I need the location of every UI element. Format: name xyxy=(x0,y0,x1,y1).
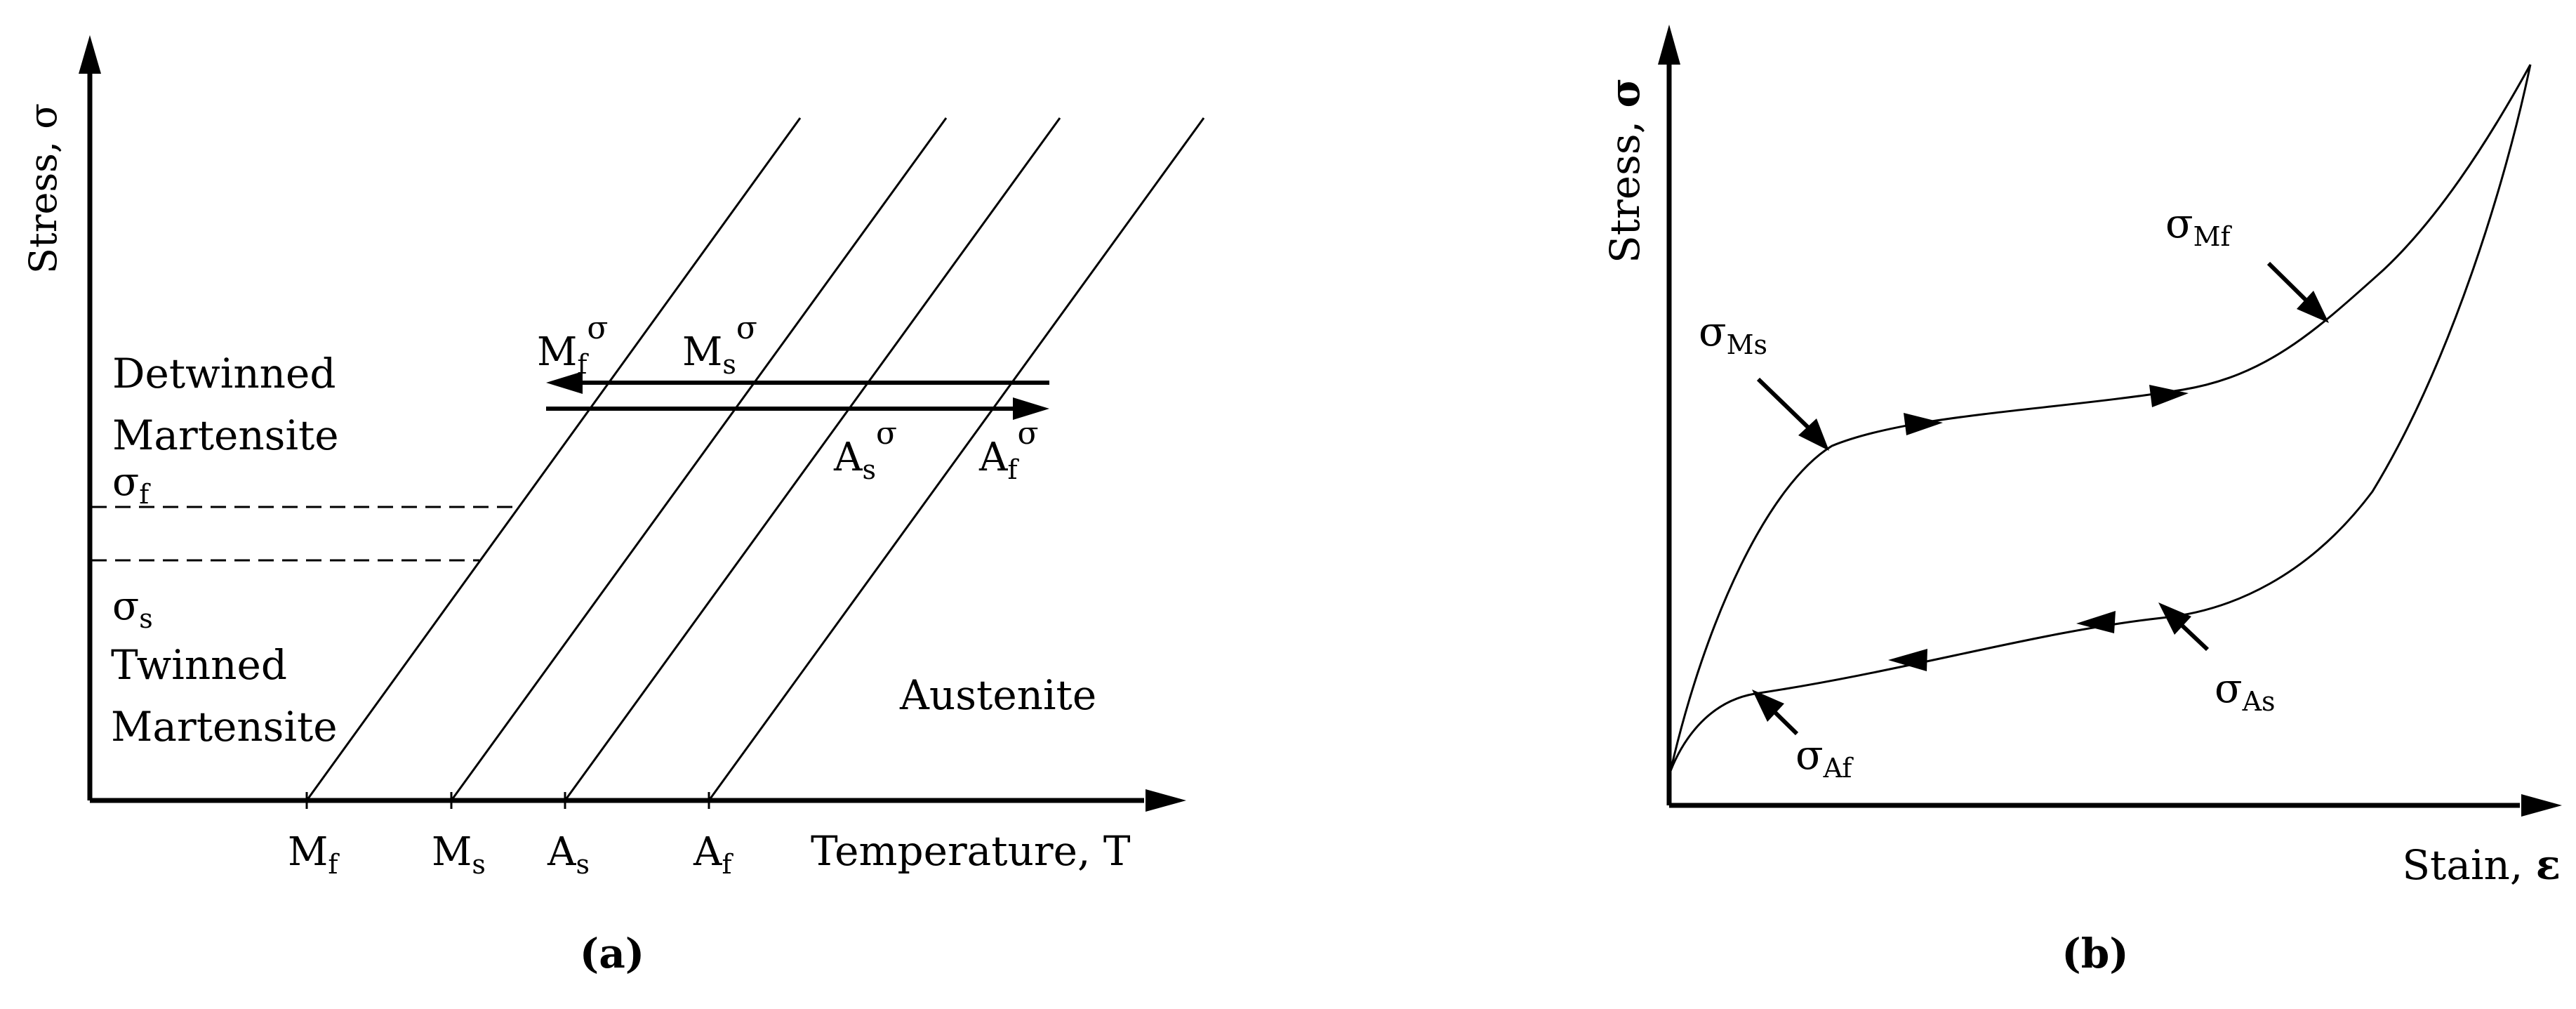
sigma-f-label: σf xyxy=(112,459,151,510)
af-sigma-label: Afσ xyxy=(978,416,1039,485)
line-as xyxy=(564,117,1061,801)
tick-label-mf: Mf xyxy=(288,829,340,880)
heating-arrowhead xyxy=(1013,397,1049,420)
as-sigma-label: Asσ xyxy=(833,416,897,485)
detwinned-label: Detwinned xyxy=(112,350,336,397)
ms-sigma-label: Msσ xyxy=(682,310,757,380)
detwinned-martensite-label: Martensite xyxy=(112,411,339,459)
b-y-axis-label: Stress, σ xyxy=(1601,78,1649,263)
loading-curve xyxy=(1669,64,2532,772)
cooling-arrowhead xyxy=(546,371,583,394)
unloading-arrow-2 xyxy=(1888,649,1927,671)
panel-b-caption: (b) xyxy=(2062,930,2128,977)
b-x-axis-label: Stain, ε xyxy=(2402,841,2561,889)
line-ms xyxy=(450,117,948,801)
sigma-s-label: σs xyxy=(112,583,153,634)
sigma-af-pointer-head xyxy=(1752,690,1784,722)
b-x-axis-arrowhead xyxy=(2521,794,2562,817)
tick-label-af: Af xyxy=(693,829,733,880)
a-y-axis-label: Stress, σ xyxy=(21,103,65,274)
sigma-as-label: σAs xyxy=(2215,664,2276,717)
austenite-label: Austenite xyxy=(899,671,1096,719)
tick-label-ms: Ms xyxy=(432,829,486,880)
mf-sigma-label: Mfσ xyxy=(537,310,608,380)
twinned-label: Twinned xyxy=(111,641,287,689)
panel-b: Stress, σ Stain, ε σMs σMf σAs σAf (b) xyxy=(1601,25,2562,977)
a-y-axis-arrowhead xyxy=(79,35,101,74)
twinned-martensite-label: Martensite xyxy=(111,703,338,751)
line-mf xyxy=(305,117,802,801)
b-y-axis-arrowhead xyxy=(1658,25,1680,65)
sigma-as-pointer-head xyxy=(2158,602,2191,635)
unloading-arrow-1 xyxy=(2076,611,2116,633)
a-x-axis-arrowhead xyxy=(1146,789,1186,812)
panel-a: Stress, σ Detwinned Martensite Twinned M… xyxy=(21,35,1205,977)
a-x-axis-label: Temperature, T xyxy=(811,827,1131,875)
sigma-ms-pointer-head xyxy=(1798,418,1829,451)
line-af xyxy=(708,117,1205,801)
sigma-ms-label: σMs xyxy=(1699,308,1767,360)
loading-arrow-2 xyxy=(2149,385,2189,407)
sigma-mf-label: σMf xyxy=(2165,199,2233,252)
sigma-af-label: σAf xyxy=(1795,731,1854,784)
tick-label-as: As xyxy=(547,829,590,880)
sigma-mf-pointer-head xyxy=(2297,291,2329,323)
loading-arrow-1 xyxy=(1904,413,1943,435)
panel-a-caption: (a) xyxy=(580,930,644,977)
